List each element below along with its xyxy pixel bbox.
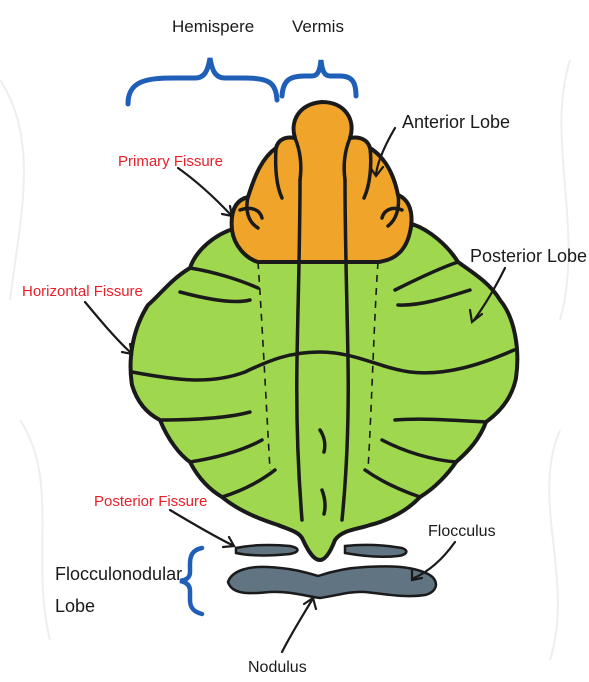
posterior-fissure-label: Posterior Fissure (94, 493, 207, 510)
flocculus-left (236, 545, 298, 555)
horizontal-fissure-label: Horizontal Fissure (22, 283, 143, 300)
vermis-bracket (282, 60, 356, 96)
flocculonodular-bracket (180, 548, 202, 614)
primary-fissure-label: Primary Fissure (118, 153, 223, 170)
flocculonodular-label-line1: Flocculonodular (55, 564, 182, 584)
hemisphere-label: Hemispere (172, 17, 254, 36)
flocculonodular-label-line2: Lobe (55, 596, 95, 616)
flocculus-right (345, 545, 406, 557)
posterior-lobe-label: Posterior Lobe (470, 246, 587, 266)
vermis-label: Vermis (292, 17, 344, 36)
anterior-lobe-label: Anterior Lobe (402, 112, 510, 132)
nodulus-label: Nodulus (248, 659, 307, 676)
flocculus-label: Flocculus (428, 523, 496, 540)
hemisphere-bracket (128, 58, 277, 104)
anterior-lobe (232, 102, 412, 262)
nodulus-and-flocculi (228, 566, 436, 598)
